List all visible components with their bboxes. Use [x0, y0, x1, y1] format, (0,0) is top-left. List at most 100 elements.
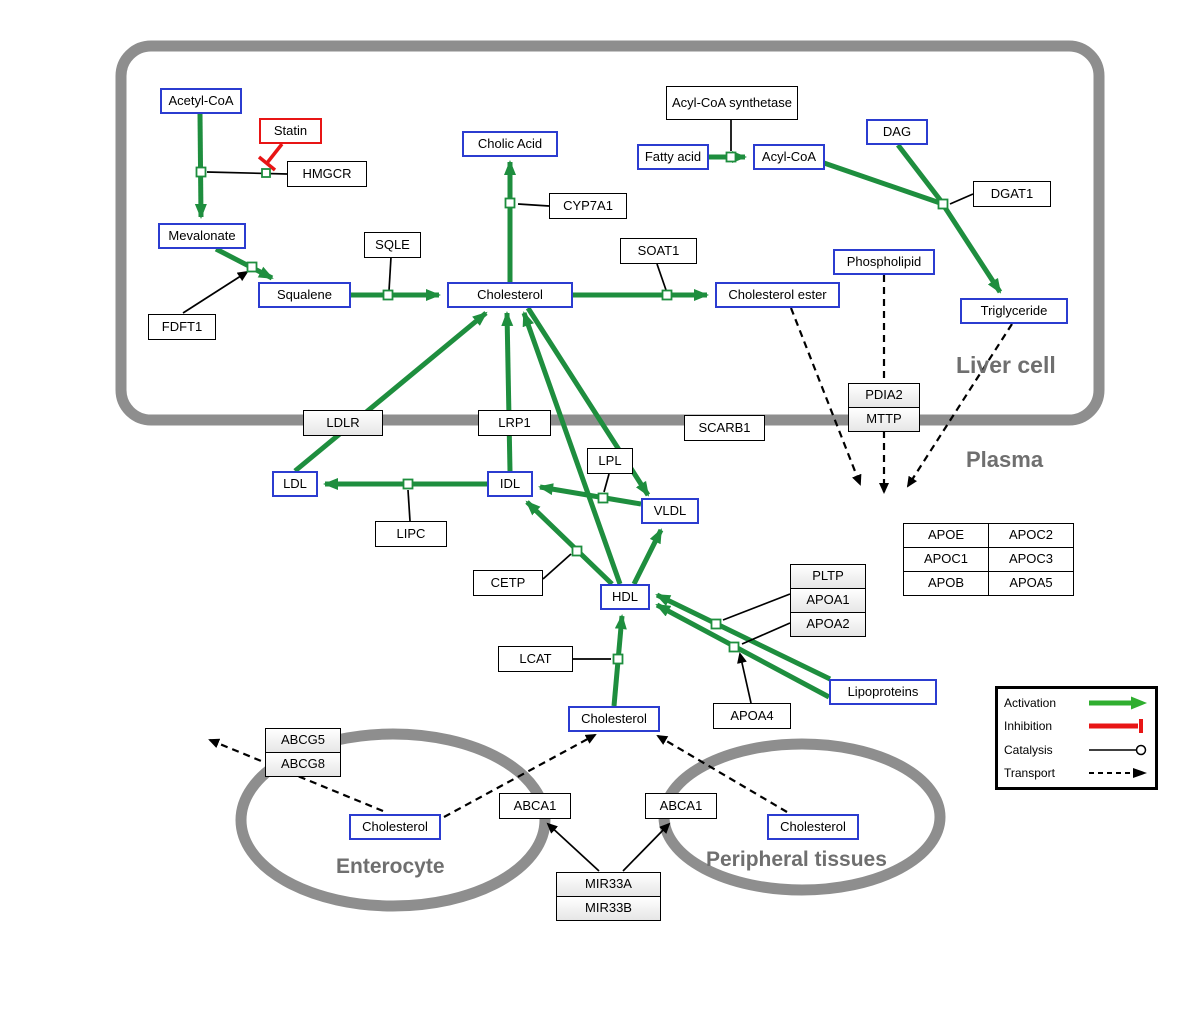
node-pltp[interactable]: PLTP [790, 564, 866, 589]
edge-acylcoa-dgat-junction [823, 160, 944, 207]
inhibition-tbar-icon [1089, 719, 1143, 734]
node-statin[interactable]: Statin [259, 118, 322, 144]
junction-dgat1 [937, 198, 949, 210]
node-apoa1[interactable]: APOA1 [790, 588, 866, 613]
node-mir33a[interactable]: MIR33A [556, 872, 661, 897]
legend-row-activation: Activation [1004, 692, 1149, 714]
junction-fdft1 [246, 261, 258, 273]
node-acetyl-coa[interactable]: Acetyl-CoA [160, 88, 242, 114]
junction-cyp7a1 [504, 197, 516, 209]
edge-lpl-catalysis [603, 473, 610, 493]
node-lcat[interactable]: LCAT [498, 646, 573, 672]
peripheral-tissues-label: Peripheral tissues [706, 848, 887, 871]
apo-table-cell-apoc3[interactable]: APOC3 [988, 547, 1074, 572]
enterocyte-membrane [235, 728, 551, 912]
node-triglyceride[interactable]: Triglyceride [960, 298, 1068, 324]
apo-table-cell-apoc1[interactable]: APOC1 [903, 547, 989, 572]
legend-row-catalysis: Catalysis [1004, 739, 1149, 761]
node-phospholipid[interactable]: Phospholipid [833, 249, 935, 275]
node-acyl-coa-synthetase[interactable]: Acyl-CoA synthetase [666, 86, 798, 120]
node-fdft1[interactable]: FDFT1 [148, 314, 216, 340]
node-cyp7a1[interactable]: CYP7A1 [549, 193, 627, 219]
node-vldl[interactable]: VLDL [641, 498, 699, 524]
edge-mevalonate-squalene [214, 246, 274, 281]
legend: Activation Inhibition Catalysis Transpor… [995, 686, 1158, 790]
apo-table-cell-apob[interactable]: APOB [903, 571, 989, 596]
node-pdia2[interactable]: PDIA2 [848, 383, 920, 408]
node-mir33b[interactable]: MIR33B [556, 896, 661, 921]
legend-transport-label: Transport [1004, 766, 1055, 781]
edge-triglyceride-plasma [906, 323, 1013, 488]
liver-cell-label: Liver cell [956, 352, 1056, 378]
node-dag[interactable]: DAG [866, 119, 928, 145]
edge-ldl-livercholesterol [293, 311, 488, 473]
node-hdl[interactable]: HDL [600, 584, 650, 610]
node-lipoproteins[interactable]: Lipoproteins [829, 679, 937, 705]
node-cholesterol-ester[interactable]: Cholesterol ester [715, 282, 840, 308]
catalysis-edges [182, 119, 974, 872]
edge-vldl-idl [538, 483, 642, 507]
node-ldlr[interactable]: LDLR [303, 410, 383, 436]
edge-cetp-catalysis [542, 553, 572, 580]
node-hmgcr[interactable]: HMGCR [287, 161, 367, 187]
node-lpl[interactable]: LPL [587, 448, 633, 474]
node-ldl[interactable]: LDL [272, 471, 318, 497]
node-soat1[interactable]: SOAT1 [620, 238, 697, 264]
junction-lcat [612, 653, 624, 665]
edge-enterocytecholesterol-plasmacholesterol [443, 734, 597, 818]
edge-mir33-abca1-left [546, 822, 600, 872]
legend-row-inhibition: Inhibition [1004, 715, 1149, 737]
junction-cetp [571, 545, 583, 557]
node-abcg5[interactable]: ABCG5 [265, 728, 341, 753]
liver-cell-membrane [115, 40, 1105, 426]
node-mevalonate[interactable]: Mevalonate [158, 223, 246, 249]
edge-mir33-abca1-right [622, 822, 671, 872]
reaction-junctions [195, 151, 949, 665]
node-idl[interactable]: IDL [487, 471, 533, 497]
node-fatty-acid[interactable]: Fatty acid [637, 144, 709, 170]
edge-fdft1-catalysis [182, 270, 249, 314]
edge-sqle-catalysis [388, 256, 392, 292]
node-lrp1[interactable]: LRP1 [478, 410, 551, 436]
edge-hmgcr-catalysis [206, 171, 288, 175]
node-abcg8[interactable]: ABCG8 [265, 752, 341, 777]
apo-table-cell-apoa5[interactable]: APOA5 [988, 571, 1074, 596]
statin-inhibition-line [265, 142, 284, 165]
edge-apoa2-catalysis [741, 622, 791, 645]
node-mttp[interactable]: MTTP [848, 407, 920, 432]
node-cholic-acid[interactable]: Cholic Acid [462, 131, 558, 157]
node-cholesterol-peripheral[interactable]: Cholesterol [767, 814, 859, 840]
membranes [115, 40, 1105, 912]
junction-pltp [710, 618, 722, 630]
edge-idl-livercholesterol [501, 311, 514, 472]
node-abca1-peripheral[interactable]: ABCA1 [645, 793, 717, 819]
junction-lpl [597, 492, 609, 504]
node-dgat1[interactable]: DGAT1 [973, 181, 1051, 207]
node-lipc[interactable]: LIPC [375, 521, 447, 547]
node-apoa2[interactable]: APOA2 [790, 612, 866, 637]
node-abca1-enterocyte[interactable]: ABCA1 [499, 793, 571, 819]
edge-lipoproteins-hdl-upper [655, 592, 832, 682]
node-apoa4[interactable]: APOA4 [713, 703, 791, 729]
junction-sqle [382, 289, 394, 301]
catalysis-circle-icon [1089, 744, 1147, 755]
activation-arrow-icon [1089, 696, 1147, 710]
node-cholesterol-liver[interactable]: Cholesterol [447, 282, 573, 308]
node-cholesterol-enterocyte[interactable]: Cholesterol [349, 814, 441, 840]
apo-table-cell-apoc2[interactable]: APOC2 [988, 523, 1074, 548]
edge-lipoproteins-hdl-lower [655, 602, 831, 700]
node-sqle[interactable]: SQLE [364, 232, 421, 258]
legend-row-transport: Transport [1004, 762, 1149, 784]
node-scarb1[interactable]: SCARB1 [684, 415, 765, 441]
node-cholesterol-plasma[interactable]: Cholesterol [568, 706, 660, 732]
node-squalene[interactable]: Squalene [258, 282, 351, 308]
legend-inhibition-label: Inhibition [1004, 719, 1053, 734]
edge-junction-triglyceride [941, 204, 1003, 294]
apo-table-cell-apoe[interactable]: APOE [903, 523, 989, 548]
edge-acetylcoa-mevalonate [194, 113, 207, 219]
node-acyl-coa[interactable]: Acyl-CoA [753, 144, 825, 170]
node-cetp[interactable]: CETP [473, 570, 543, 596]
edge-peripheralcholesterol-plasmacholesterol [656, 734, 788, 813]
edge-pltp-apoa1-catalysis [722, 593, 791, 621]
